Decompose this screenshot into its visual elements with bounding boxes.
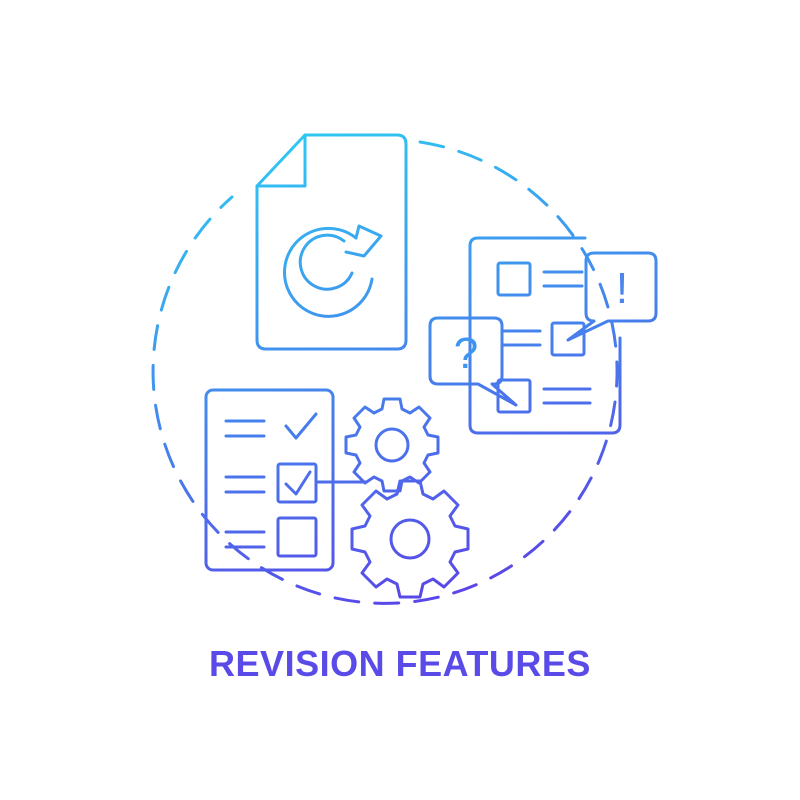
- caption-title: REVISION FEATURES: [209, 643, 591, 684]
- checklist-icon: [204, 388, 368, 572]
- question-bubble-icon: ?: [428, 316, 518, 407]
- survey-form-icon: [468, 236, 622, 435]
- gear-icon-large: [350, 479, 470, 599]
- gear-icon-small: [344, 397, 440, 493]
- exclamation-mark-glyph: !: [616, 264, 628, 313]
- exclamation-bubble-icon: !: [566, 251, 658, 342]
- dashed-circle-ring: [151, 140, 619, 605]
- refresh-document-icon: [255, 133, 408, 351]
- question-mark-glyph: ?: [454, 329, 478, 378]
